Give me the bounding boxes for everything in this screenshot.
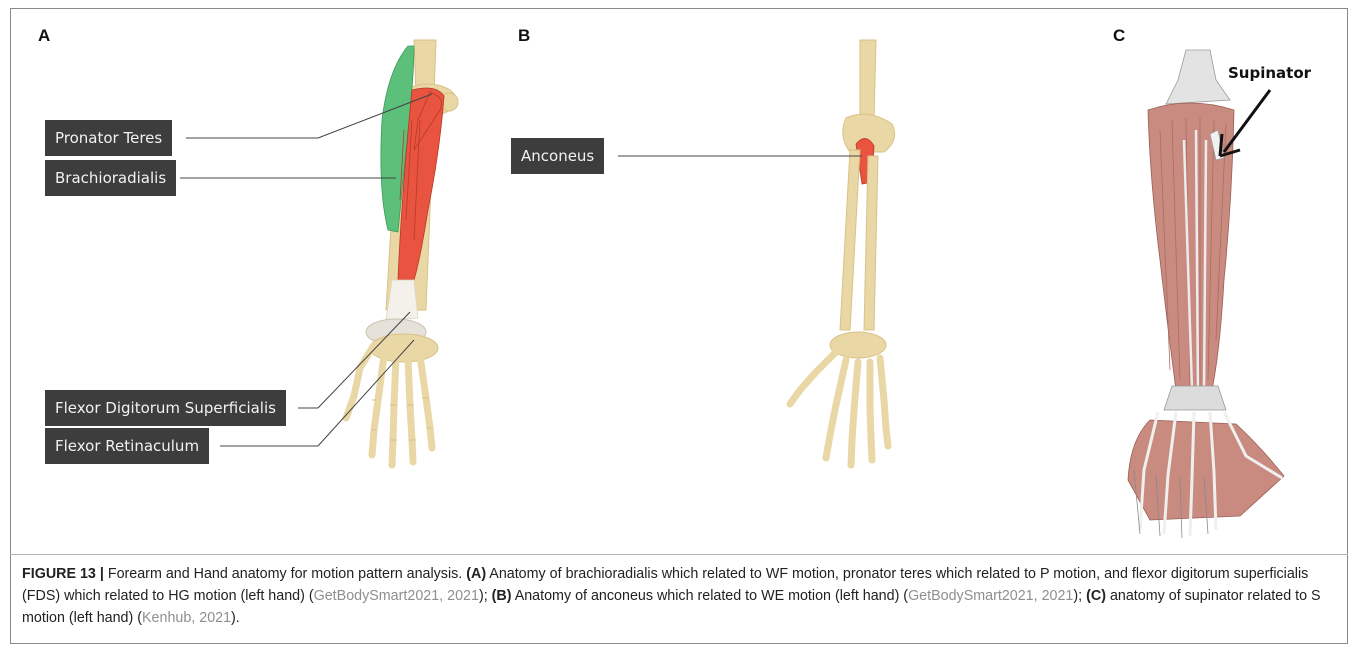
figure-artwork <box>0 0 1358 556</box>
panel-a-letter: A <box>38 26 50 46</box>
caption-panel-b-marker: (B) <box>492 588 512 604</box>
caption-text: ); <box>479 588 492 604</box>
caption-panel-c-marker: (C) <box>1086 588 1106 604</box>
supinator-label: Supinator <box>1228 64 1311 82</box>
caption-text: Anatomy of anconeus which related to WE … <box>512 588 909 604</box>
caption-text: ); <box>1073 588 1086 604</box>
pronator-teres-label: Pronator Teres <box>45 120 172 156</box>
brachioradialis-label: Brachioradialis <box>45 160 176 196</box>
figure-caption: FIGURE 13 | Forearm and Hand anatomy for… <box>22 563 1342 629</box>
citation-link[interactable]: GetBodySmart2021, 2021 <box>908 588 1073 604</box>
panel-c-letter: C <box>1113 26 1125 46</box>
panel-c-illustration <box>1128 50 1284 538</box>
panel-b-illustration <box>618 40 895 465</box>
panel-b-letter: B <box>518 26 530 46</box>
flexor-digitorum-superficialis-label: Flexor Digitorum Superficialis <box>45 390 286 426</box>
caption-text: Forearm and Hand anatomy for motion patt… <box>104 566 466 582</box>
citation-link[interactable]: GetBodySmart2021, 2021 <box>314 588 479 604</box>
caption-text: ). <box>231 610 240 626</box>
citation-link[interactable]: Kenhub, 2021 <box>142 610 231 626</box>
flexor-retinaculum-label: Flexor Retinaculum <box>45 428 209 464</box>
anconeus-label: Anconeus <box>511 138 604 174</box>
figure-number: FIGURE 13 | <box>22 566 104 582</box>
caption-divider <box>10 554 1348 555</box>
caption-panel-a-marker: (A) <box>466 566 486 582</box>
